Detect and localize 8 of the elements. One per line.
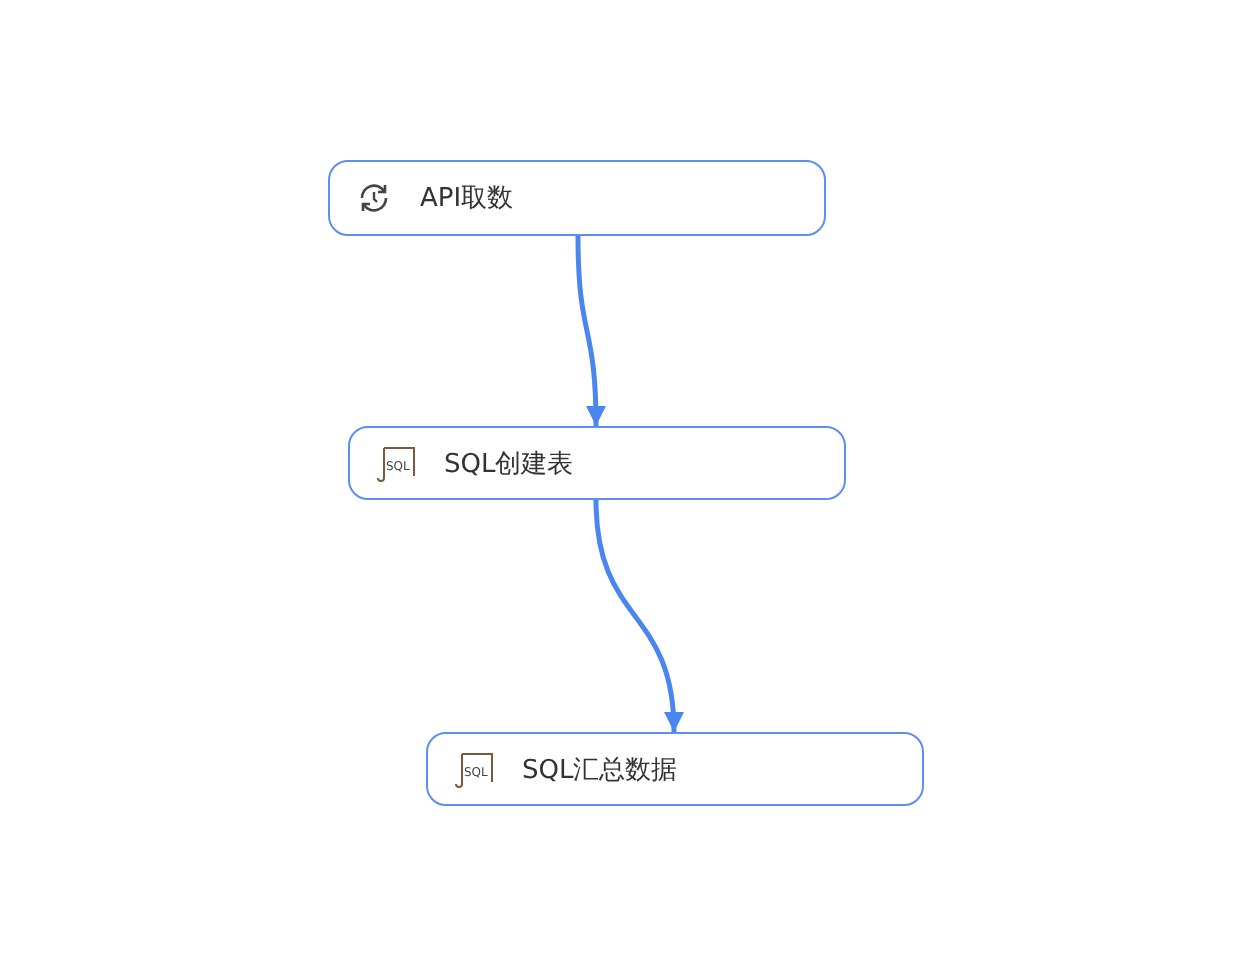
- arrow: [593, 499, 683, 733]
- step-label: API取数: [420, 182, 514, 216]
- step-label: SQL创建表: [444, 447, 574, 481]
- process-box: [348, 426, 846, 500]
- arrow: [575, 235, 606, 427]
- step-label: SQL汇总数据: [522, 753, 678, 787]
- process-box: [328, 160, 826, 236]
- process-box: [426, 732, 924, 806]
